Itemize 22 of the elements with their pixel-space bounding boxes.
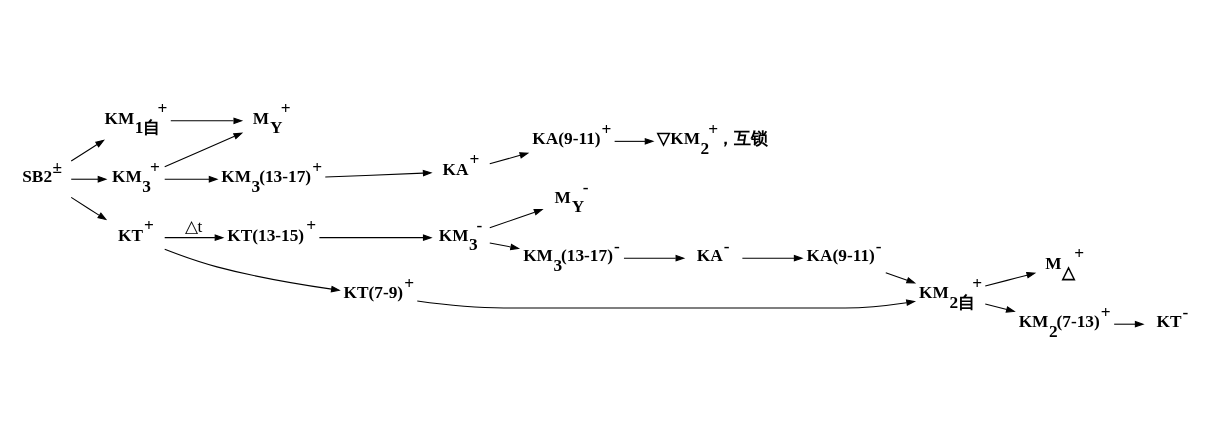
arrow: [70, 196, 108, 221]
arrow: [1113, 320, 1145, 328]
arrow: [885, 272, 917, 284]
arrow: [489, 209, 544, 229]
arrow: [614, 137, 655, 145]
arrow: [170, 117, 244, 125]
edge-label: △t: [184, 217, 203, 237]
arrow: [164, 175, 219, 183]
arrow: [623, 254, 686, 262]
arrow: [984, 271, 1037, 287]
arrow: [489, 242, 521, 251]
arrow: [164, 132, 244, 168]
arrow: [70, 175, 108, 183]
arrow: [318, 234, 433, 242]
arrow: [416, 299, 916, 309]
arrow: [164, 234, 225, 242]
arrow: [489, 152, 530, 165]
arrow: [324, 169, 433, 178]
arrow: [984, 303, 1016, 313]
arrow: [70, 139, 105, 162]
arrow: [741, 254, 804, 262]
arrow: [164, 248, 341, 293]
